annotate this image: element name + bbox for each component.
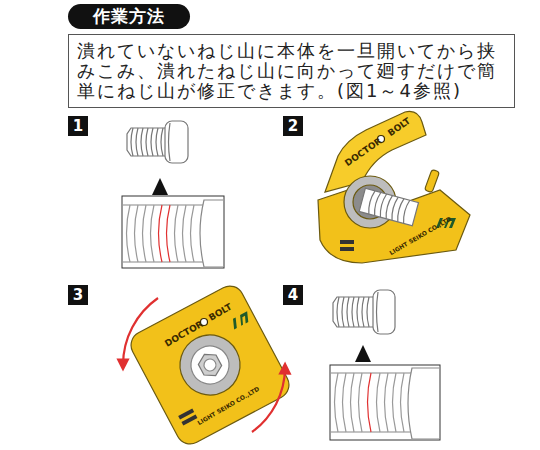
rotation-arrow (252, 368, 285, 432)
step-number-text: 1 (68, 116, 88, 136)
step-number-text: 4 (283, 285, 303, 305)
thread-closeup (123, 200, 223, 267)
title-pill: 作業方法 (68, 4, 190, 29)
pointer-triangle (355, 345, 371, 362)
thread-closeup (331, 368, 439, 439)
step-number: 4 (283, 285, 303, 305)
pointer-triangle (152, 178, 168, 195)
step-number-text: 3 (68, 285, 88, 305)
bolt-drawing (333, 290, 395, 334)
step-number: 3 (68, 285, 88, 305)
tool-closed (126, 281, 294, 449)
step-number-text: 2 (283, 116, 303, 136)
step-number: 2 (283, 116, 303, 136)
step-number: 1 (68, 116, 88, 136)
tool-opened (318, 111, 470, 263)
description-text: 潰れていないねじ山に本体を一旦開いてから挟みこみ、潰れたねじ山に向かって廻すだけ… (77, 41, 506, 101)
rotation-arrow (123, 298, 158, 365)
bolt-drawing (127, 121, 188, 163)
description-box: 潰れていないねじ山に本体を一旦開いてから挟みこみ、潰れたねじ山に向かって廻すだけ… (68, 34, 515, 108)
